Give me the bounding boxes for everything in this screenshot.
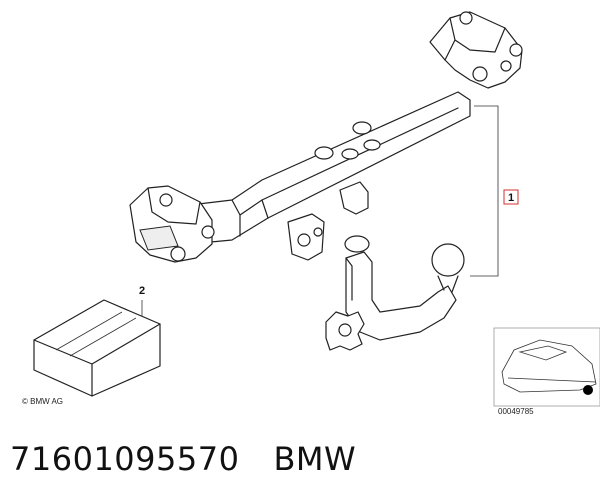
parts-box: 2 <box>33 285 161 397</box>
tow-ball <box>431 243 465 277</box>
callout-1: 1 <box>470 105 519 277</box>
parts-diagram: 1 2 © BMW AG 00049785 <box>22 11 600 416</box>
locking-knob <box>325 311 365 351</box>
copyright-text: © BMW AG <box>22 397 63 406</box>
brand-name: BMW <box>273 440 357 478</box>
socket-bracket <box>287 181 369 261</box>
right-mounting-bracket <box>429 11 523 89</box>
beam-bolts <box>314 121 381 160</box>
tow-hitch-assembly <box>129 11 523 351</box>
car-thumbnail: 00049785 <box>493 327 600 416</box>
callout-2-label: 2 <box>139 285 145 297</box>
part-number: 71601095570 <box>10 440 240 478</box>
callout-1-label: 1 <box>508 192 514 204</box>
left-mounting-bracket <box>129 185 215 263</box>
caption: 71601095570 BMW <box>10 440 356 484</box>
ball-neck <box>344 235 465 341</box>
reference-code: 00049785 <box>498 407 534 416</box>
hitch-location-marker <box>583 385 593 395</box>
